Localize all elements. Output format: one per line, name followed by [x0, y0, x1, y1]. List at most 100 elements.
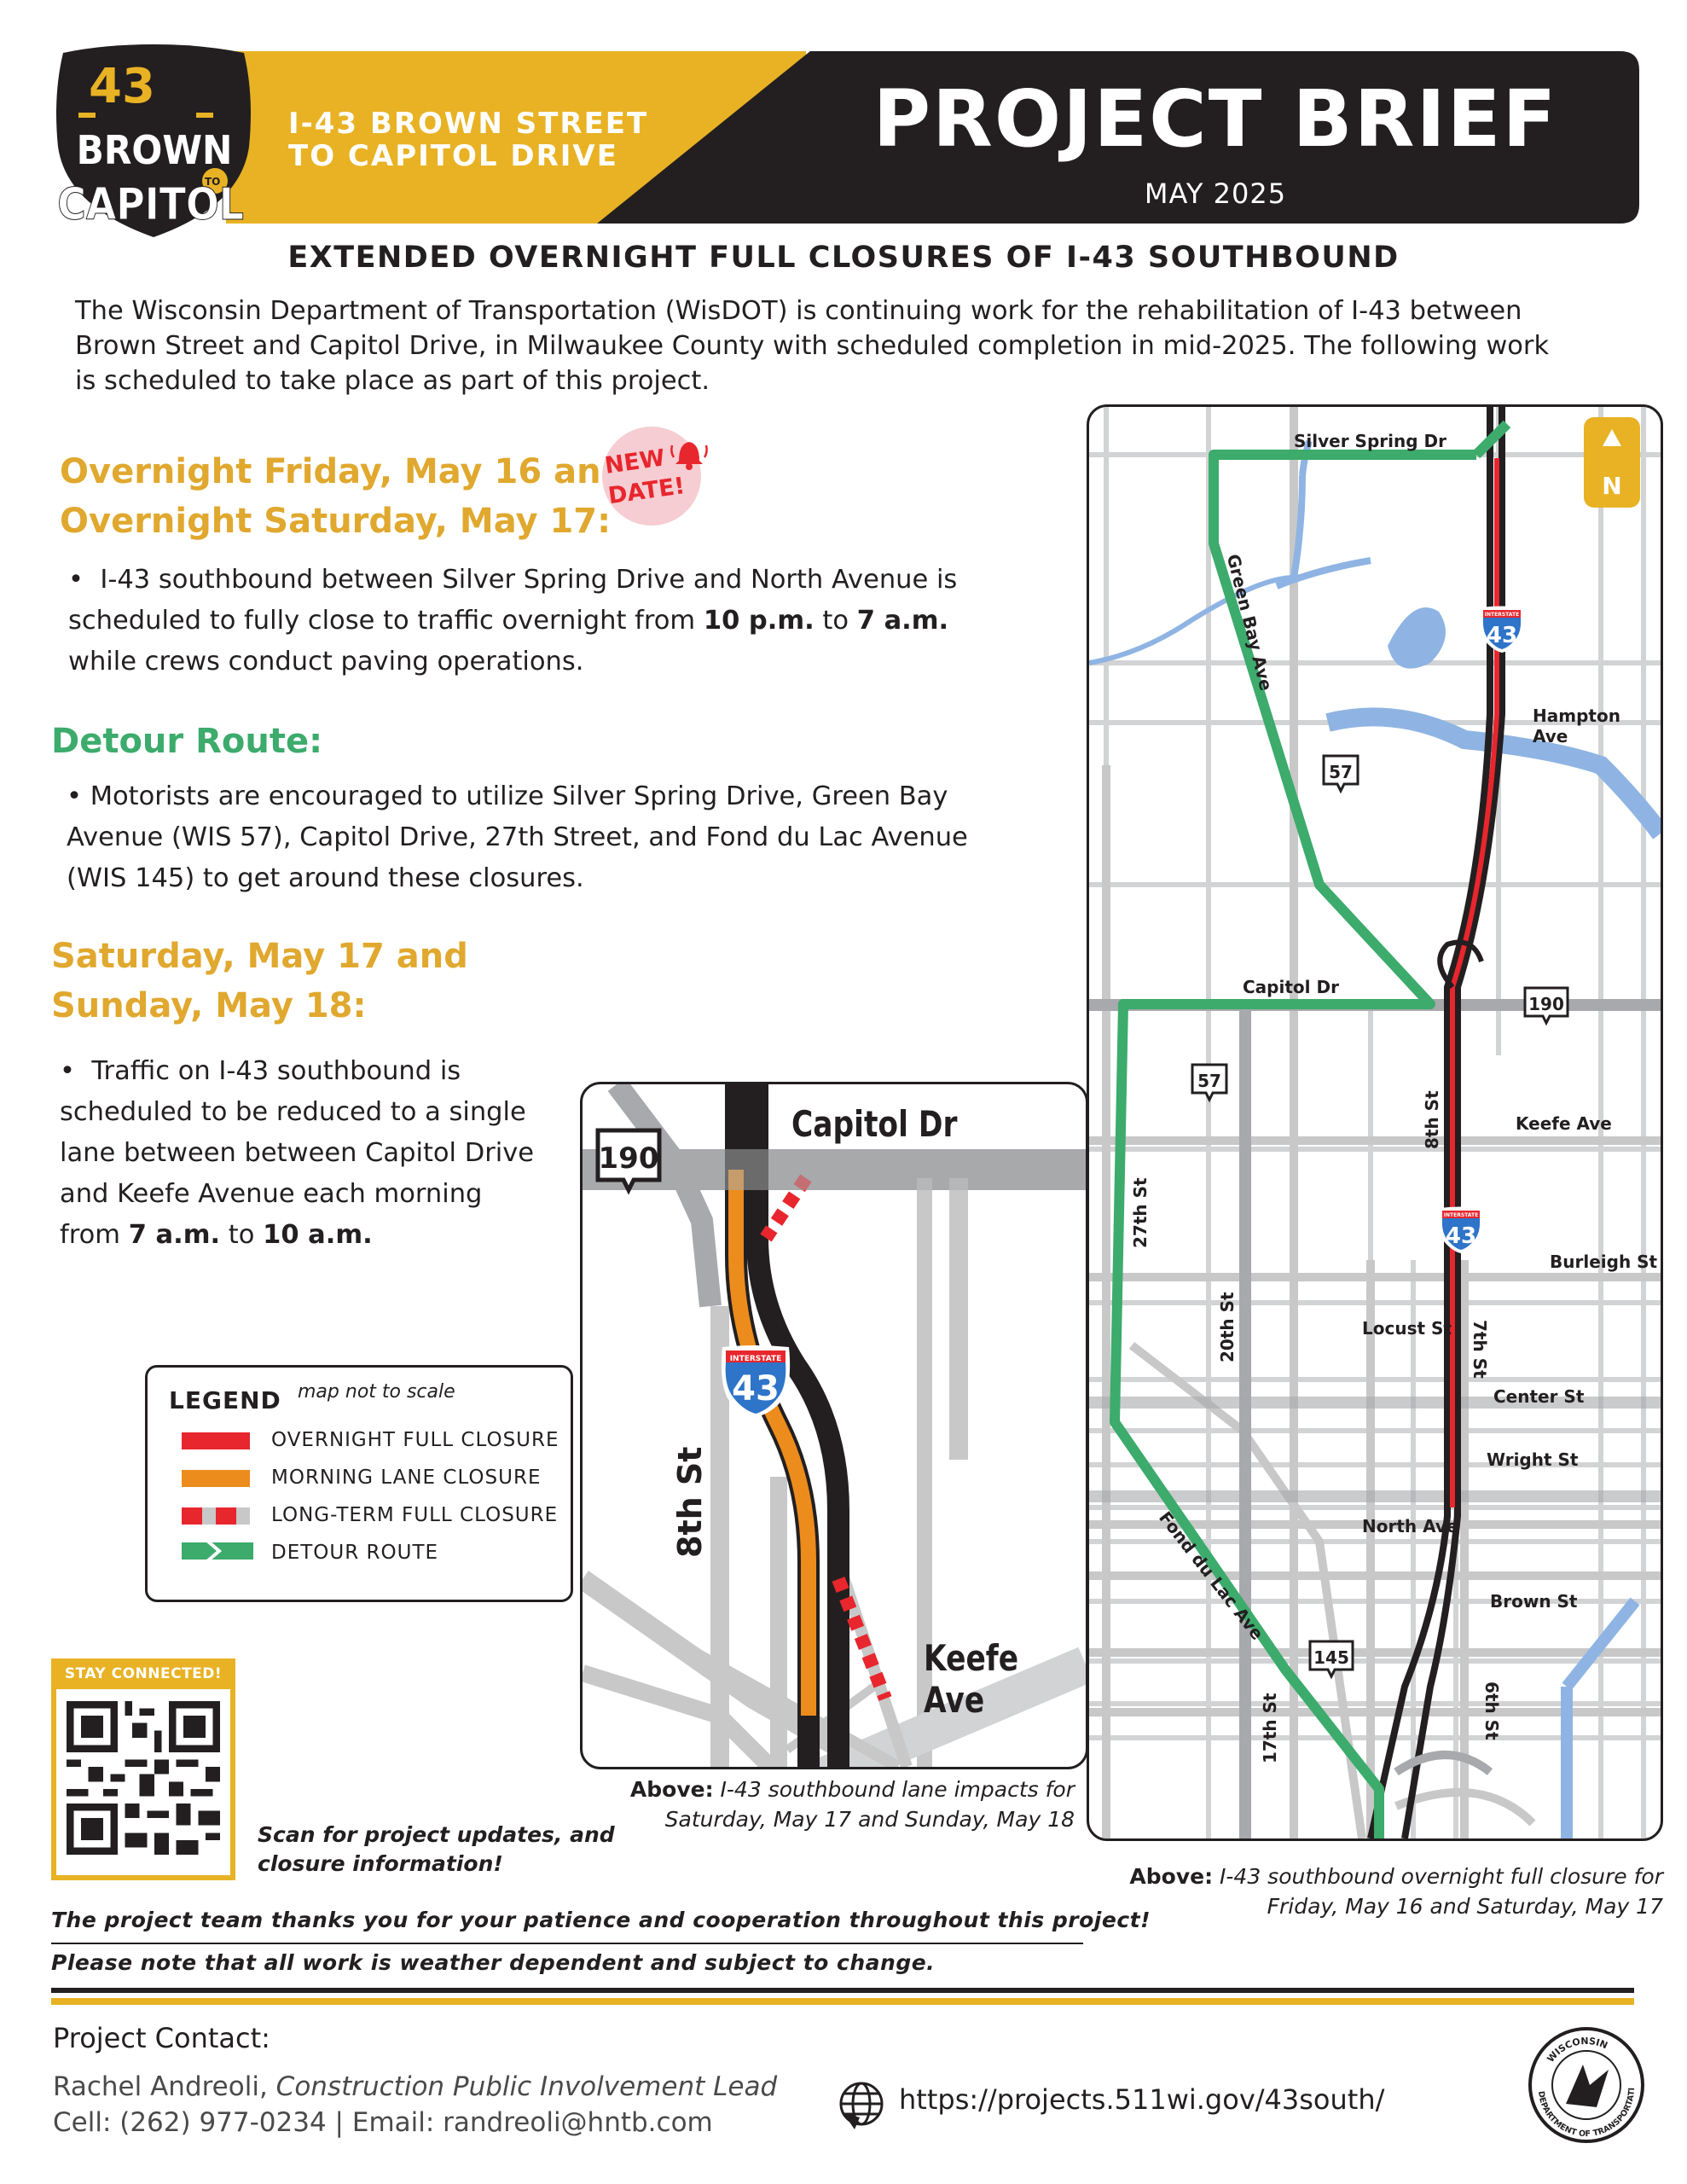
svg-text:43: 43: [1446, 1223, 1476, 1249]
stay-connected-box: STAY CONNECTED!: [51, 1658, 235, 1880]
caption-bold: Above:: [629, 1777, 714, 1802]
inset-map: Capitol Dr Keefe Ave 8th St 190 INTERSTA…: [580, 1082, 1088, 1769]
svg-text:145: 145: [1313, 1647, 1349, 1668]
map-label-burleigh: Burleigh St: [1550, 1252, 1658, 1272]
lane-start-time: 7 a.m.: [128, 1220, 221, 1250]
legend-label: LONG-TERM FULL CLOSURE: [271, 1504, 559, 1526]
main-map-graphic: [1089, 407, 1661, 1838]
logo-line1: BROWN: [77, 128, 233, 173]
hwy-57-shield-icon: 57: [1191, 1063, 1228, 1103]
headline: EXTENDED OVERNIGHT FULL CLOSURES OF I-43…: [287, 241, 1400, 275]
section1-heading: Overnight Friday, May 16 and Overnight S…: [60, 447, 625, 546]
map-label-north: North Ave: [1362, 1516, 1458, 1536]
legend-note: map not to scale: [298, 1381, 455, 1403]
contact-name: Rachel Andreoli,: [53, 2071, 268, 2102]
legend-swatch-detour: [182, 1539, 253, 1563]
i43-shield-icon: INTERSTATE 43: [1480, 606, 1524, 653]
section2-heading-line1: Saturday, May 17 and: [51, 937, 468, 976]
map-label-17th: 17th St: [1260, 1693, 1280, 1763]
map-label-hampton: Hampton Ave: [1533, 706, 1620, 746]
footer-rule-gold: [51, 1998, 1634, 2005]
stay-connected-line: closure information!: [258, 1851, 503, 1876]
inset-label-capitol: Capitol Dr: [791, 1103, 958, 1145]
north-label: N: [1602, 472, 1621, 500]
section2-text: Traffic on I-43 southbound is: [91, 1056, 461, 1086]
stay-connected-line: Scan for project updates, and: [258, 1822, 615, 1847]
legend-label: MORNING LANE CLOSURE: [271, 1467, 542, 1489]
svg-text:190: 190: [1528, 994, 1564, 1014]
stay-connected-text: Scan for project updates, and closure in…: [258, 1821, 615, 1879]
svg-text:57: 57: [1197, 1071, 1221, 1091]
contact-name-line: Rachel Andreoli, Construction Public Inv…: [53, 2068, 777, 2106]
section2-heading-line2: Sunday, May 18:: [51, 986, 367, 1025]
legend-label: DETOUR ROUTE: [271, 1542, 439, 1564]
map-label-wright: Wright St: [1487, 1449, 1579, 1470]
wisdot-seal-logo: WISCONSIN DEPARTMENT OF TRANSPORTATION: [1527, 2025, 1644, 2143]
legend-title: LEGEND: [169, 1386, 281, 1414]
closure-end-time: 7 a.m.: [856, 606, 949, 636]
map-label-locust: Locust St: [1362, 1318, 1452, 1339]
hwy-57-shield-icon: 57: [1322, 754, 1359, 794]
legend-box: LEGEND map not to scale OVERNIGHT FULL C…: [145, 1365, 573, 1602]
map-label-center: Center St: [1493, 1386, 1585, 1407]
detour-text: • Motorists are encouraged to utilize Si…: [67, 776, 1047, 899]
detour-line: Avenue (WIS 57), Capitol Drive, 27th Str…: [67, 822, 968, 852]
section2-text: scheduled to be reduced to a single: [60, 1097, 526, 1127]
logo-line2: CAPITOL: [57, 178, 244, 230]
svg-text:INTERSTATE: INTERSTATE: [1444, 1212, 1478, 1218]
legend-swatch-morning: [182, 1470, 250, 1487]
footer-rule-dark: [51, 1988, 1634, 1993]
map-label-20th: 20th St: [1217, 1292, 1238, 1362]
inset-map-caption: Above: I-43 southbound lane impacts for …: [580, 1774, 1075, 1834]
section1-text: scheduled to fully close to traffic over…: [68, 606, 696, 636]
intro-line: is scheduled to take place as part of th…: [75, 366, 710, 396]
svg-text:57: 57: [1329, 762, 1353, 782]
project-logo: 43 BROWN TO CAPITOL: [56, 44, 251, 237]
thanks-note: The project team thanks you for your pat…: [51, 1908, 1151, 1932]
section2-bullet: • Traffic on I-43 southbound is schedule…: [60, 1051, 588, 1256]
section2-text: lane between between Capitol Drive: [60, 1138, 535, 1168]
section1-text: to: [822, 606, 849, 636]
stay-connected-badge: STAY CONNECTED!: [51, 1658, 235, 1689]
logo-number: 43: [89, 59, 155, 114]
contact-phone-email[interactable]: Cell: (262) 977-0234 | Email: randreoli@…: [53, 2107, 713, 2138]
map-label-silver-spring: Silver Spring Dr: [1294, 431, 1446, 451]
map-label-7th: 7th St: [1470, 1320, 1490, 1379]
legend-swatch-longterm: [182, 1507, 250, 1525]
lane-end-time: 10 a.m.: [263, 1220, 373, 1250]
caption-text: Friday, May 16 and Saturday, May 17: [1267, 1894, 1663, 1919]
section2-text: from: [60, 1220, 120, 1250]
section2-text: and Keefe Avenue each morning: [60, 1179, 483, 1209]
qr-code-icon[interactable]: [67, 1701, 220, 1855]
globe-icon: [839, 2082, 884, 2129]
caption-text: Saturday, May 17 and Sunday, May 18: [664, 1807, 1075, 1832]
hwy-145-shield-icon: 145: [1308, 1640, 1354, 1680]
north-arrow-icon: N: [1584, 417, 1640, 508]
legend-swatch-overnight: [182, 1432, 250, 1449]
detour-heading: Detour Route:: [51, 722, 323, 761]
section2-heading: Saturday, May 17 and Sunday, May 18:: [51, 932, 468, 1031]
brief-date: MAY 2025: [1144, 177, 1287, 210]
header-dark-band: [597, 51, 1639, 224]
logo-to: TO: [205, 176, 220, 188]
map-label-27th: 27th St: [1130, 1177, 1151, 1248]
svg-text:43: 43: [1487, 623, 1517, 648]
detour-line: (WIS 145) to get around these closures.: [67, 863, 584, 893]
i43-shield-icon: INTERSTATE 43: [721, 1345, 791, 1417]
page-title: PROJECT BRIEF: [872, 73, 1558, 165]
contact-heading: Project Contact:: [53, 2022, 270, 2054]
project-name-line2: TO CAPITOL DRIVE: [288, 139, 618, 173]
i43-shield-icon: INTERSTATE 43: [1439, 1206, 1483, 1253]
project-name-line1: I-43 BROWN STREET: [288, 107, 649, 141]
project-website-link[interactable]: https://projects.511wi.gov/43south/: [899, 2083, 1385, 2116]
caption-text: I-43 southbound lane impacts for: [720, 1777, 1075, 1802]
map-label-6th: 6th St: [1481, 1682, 1502, 1740]
section1-bullet: • I-43 southbound between Silver Spring …: [68, 560, 1049, 682]
intro-line: Brown Street and Capitol Drive, in Milwa…: [75, 331, 1550, 361]
inset-label-keefe: Keefe Ave: [924, 1637, 1019, 1721]
map-label-keefe: Keefe Ave: [1516, 1113, 1612, 1134]
svg-text:INTERSTATE: INTERSTATE: [730, 1355, 782, 1363]
note-divider: [51, 1943, 1083, 1944]
hwy-190-shield-icon: 190: [595, 1128, 662, 1195]
new-date-badge: NEW DATE!: [602, 427, 708, 526]
